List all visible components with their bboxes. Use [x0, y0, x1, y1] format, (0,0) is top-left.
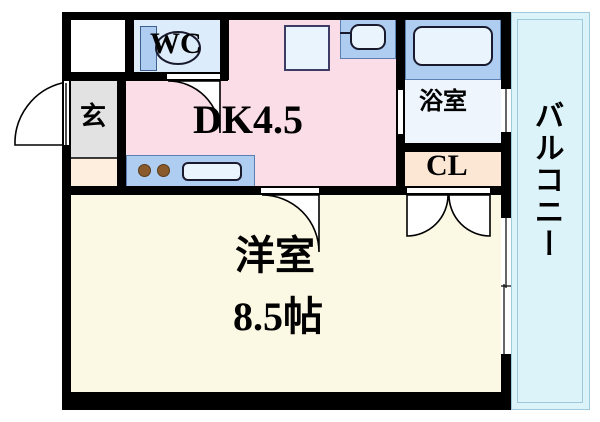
wall-nub-bedroom-right	[490, 186, 511, 195]
wall-dk-room-divider	[117, 186, 402, 195]
wall-under-wc	[62, 72, 228, 81]
utility-box	[70, 19, 125, 79]
stove-burner-right-icon	[157, 164, 170, 177]
bathroom-window[interactable]	[501, 87, 511, 134]
genkan-floor	[70, 80, 126, 158]
washing-machine-space-icon	[284, 25, 330, 71]
entrance-door-frame[interactable]	[62, 81, 71, 145]
wall-right-top	[501, 12, 511, 87]
genkan-step-floor	[70, 158, 126, 189]
room-label-western-room: 洋室	[235, 233, 315, 278]
room-label-closet: CL	[426, 149, 468, 182]
bedroom-sliding-window[interactable]	[501, 216, 511, 356]
western-room-floor	[70, 193, 502, 393]
room-label-wc: WC	[150, 27, 202, 60]
wall-bottom-outer	[62, 392, 510, 410]
bedroom-door-opening[interactable]	[261, 186, 319, 195]
wall-below-genkan	[62, 186, 126, 195]
wall-genkan-dk-divider	[117, 80, 126, 193]
wall-bath-closet-divider	[396, 143, 510, 152]
room-label-dk: DK4.5	[193, 97, 303, 142]
wall-left-lower	[62, 145, 71, 410]
entrance-door-swing	[14, 82, 63, 146]
room-label-bathroom: 浴室	[419, 89, 467, 115]
wall-right-bottom	[501, 356, 511, 410]
wc-door-opening[interactable]	[167, 72, 220, 81]
wall-dk-bath-divider	[396, 12, 405, 90]
wall-dk-closet-divider	[396, 134, 405, 195]
wall-utility-wc-divider	[125, 12, 134, 80]
wash-basin-icon	[350, 24, 386, 50]
bathtub-icon	[413, 26, 493, 66]
wall-right-mid	[501, 134, 511, 216]
bathroom-door-opening[interactable]	[396, 90, 405, 134]
wall-wc-dk-divider	[220, 12, 229, 80]
kitchen-sink-icon	[182, 162, 242, 181]
stove-burner-left-icon	[138, 164, 151, 177]
closet-door-opening[interactable]	[407, 186, 490, 195]
wall-top-outer	[62, 12, 510, 20]
room-label-balcony: バルコニー	[529, 100, 563, 260]
room-label-western-room-size: 8.5帖	[233, 294, 323, 339]
room-label-genkan: 玄	[80, 102, 107, 131]
wall-left-upper	[62, 12, 71, 81]
balcony-inner-line	[517, 19, 583, 403]
